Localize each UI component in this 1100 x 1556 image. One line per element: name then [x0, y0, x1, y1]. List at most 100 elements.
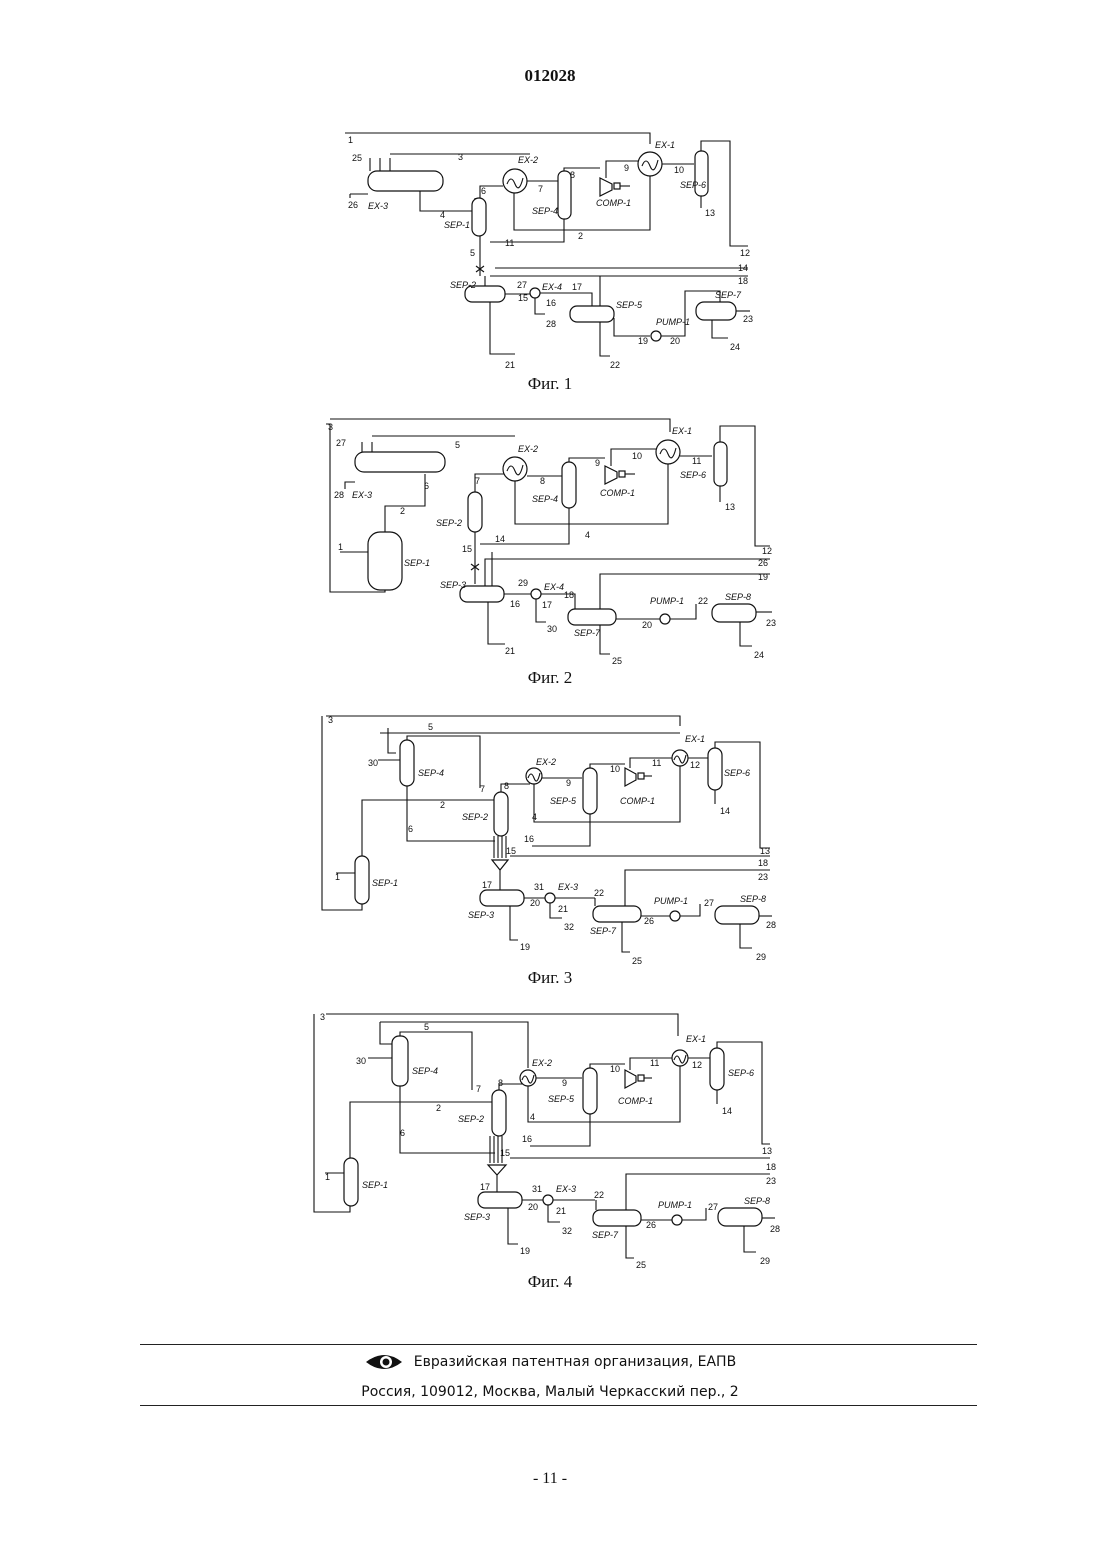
svg-text:EX-2: EX-2: [518, 444, 538, 454]
svg-text:EX-4: EX-4: [542, 282, 562, 292]
figure-1: 1 25 3 26 EX-3 4 SEP-1 EX-2 6 7 SEP-4 8 …: [300, 126, 800, 376]
svg-text:11: 11: [692, 456, 701, 466]
svg-text:15: 15: [518, 293, 528, 303]
svg-text:1: 1: [325, 1172, 330, 1182]
svg-text:SEP-2: SEP-2: [458, 1114, 484, 1124]
svg-text:3: 3: [320, 1012, 325, 1022]
svg-text:27: 27: [517, 280, 527, 290]
svg-text:2: 2: [436, 1103, 441, 1113]
svg-text:15: 15: [462, 544, 472, 554]
svg-text:7: 7: [538, 184, 543, 194]
svg-text:23: 23: [743, 314, 753, 324]
svg-text:10: 10: [610, 1064, 620, 1074]
svg-text:SEP-4: SEP-4: [412, 1066, 438, 1076]
svg-text:SEP-5: SEP-5: [548, 1094, 575, 1104]
figure-3: 3 5 SEP-4 30 6 7 SEP-1 1 2 SEP-2 8 EX-2 …: [300, 708, 800, 973]
svg-text:8: 8: [504, 781, 509, 791]
svg-text:10: 10: [610, 764, 620, 774]
svg-text:PUMP-1: PUMP-1: [650, 596, 684, 606]
svg-text:7: 7: [475, 476, 480, 486]
svg-text:SEP-1: SEP-1: [404, 558, 430, 568]
svg-text:3: 3: [328, 715, 333, 725]
svg-text:5: 5: [424, 1022, 429, 1032]
svg-text:SEP-4: SEP-4: [418, 768, 444, 778]
svg-text:20: 20: [530, 898, 540, 908]
svg-text:2: 2: [578, 231, 583, 241]
svg-text:30: 30: [356, 1056, 366, 1066]
svg-text:EX-3: EX-3: [556, 1184, 576, 1194]
svg-text:24: 24: [730, 342, 740, 352]
svg-text:29: 29: [518, 578, 528, 588]
svg-text:14: 14: [722, 1106, 732, 1116]
svg-text:SEP-8: SEP-8: [744, 1196, 770, 1206]
svg-text:14: 14: [720, 806, 730, 816]
svg-text:16: 16: [524, 834, 534, 844]
svg-text:SEP-2: SEP-2: [436, 518, 462, 528]
svg-text:COMP-1: COMP-1: [600, 488, 635, 498]
svg-text:9: 9: [595, 458, 600, 468]
svg-text:26: 26: [646, 1220, 656, 1230]
organization-name: Евразийская патентная организация, ЕАПВ: [414, 1354, 736, 1370]
svg-text:17: 17: [482, 880, 492, 890]
svg-text:21: 21: [505, 360, 515, 370]
svg-text:SEP-2: SEP-2: [450, 280, 476, 290]
svg-text:3: 3: [458, 152, 463, 162]
svg-text:6: 6: [408, 824, 413, 834]
svg-text:25: 25: [632, 956, 642, 966]
footer-top-rule: [140, 1344, 977, 1345]
svg-text:26: 26: [644, 916, 654, 926]
figure-4: 3 5 SEP-4 30 6 7 SEP-1 1 2 SEP-2 8 EX-2 …: [300, 1008, 800, 1273]
svg-text:17: 17: [480, 1182, 490, 1192]
svg-text:32: 32: [562, 1226, 572, 1236]
svg-text:1: 1: [335, 872, 340, 882]
svg-text:28: 28: [766, 920, 776, 930]
figure-4-caption: Фиг. 4: [0, 1272, 1100, 1292]
svg-text:11: 11: [650, 1058, 659, 1068]
svg-text:EX-1: EX-1: [672, 426, 692, 436]
svg-text:SEP-6: SEP-6: [724, 768, 750, 778]
svg-text:SEP-4: SEP-4: [532, 494, 558, 504]
svg-text:28: 28: [334, 490, 344, 500]
figure-2-caption: Фиг. 2: [0, 668, 1100, 688]
svg-text:6: 6: [424, 481, 429, 491]
svg-text:26: 26: [348, 200, 358, 210]
svg-text:EX-1: EX-1: [685, 734, 705, 744]
svg-text:10: 10: [674, 165, 684, 175]
svg-text:6: 6: [400, 1128, 405, 1138]
svg-text:16: 16: [522, 1134, 532, 1144]
svg-text:SEP-6: SEP-6: [680, 180, 706, 190]
svg-text:13: 13: [725, 502, 735, 512]
svg-text:29: 29: [760, 1256, 770, 1266]
svg-text:9: 9: [624, 163, 629, 173]
svg-text:SEP-7: SEP-7: [592, 1230, 619, 1240]
svg-text:4: 4: [585, 530, 590, 540]
svg-text:13: 13: [760, 846, 770, 856]
svg-text:SEP-5: SEP-5: [616, 300, 643, 310]
svg-text:22: 22: [698, 596, 708, 606]
svg-text:17: 17: [572, 282, 582, 292]
svg-text:SEP-3: SEP-3: [440, 580, 466, 590]
svg-text:SEP-3: SEP-3: [464, 1212, 490, 1222]
svg-text:31: 31: [534, 882, 544, 892]
figure-3-caption: Фиг. 3: [0, 968, 1100, 988]
svg-text:21: 21: [556, 1206, 566, 1216]
svg-text:SEP-8: SEP-8: [725, 592, 751, 602]
eapo-eye-logo-icon: [364, 1352, 404, 1372]
svg-text:13: 13: [705, 208, 715, 218]
svg-text:4: 4: [440, 210, 445, 220]
document-number: 012028: [0, 66, 1100, 86]
svg-text:5: 5: [470, 248, 475, 258]
svg-text:8: 8: [540, 476, 545, 486]
svg-text:23: 23: [766, 1176, 776, 1186]
svg-text:10: 10: [632, 451, 642, 461]
svg-text:20: 20: [528, 1202, 538, 1212]
svg-text:26: 26: [758, 558, 768, 568]
svg-text:28: 28: [770, 1224, 780, 1234]
svg-text:7: 7: [476, 1084, 481, 1094]
svg-text:12: 12: [692, 1060, 702, 1070]
svg-text:28: 28: [546, 319, 556, 329]
svg-text:1: 1: [338, 542, 343, 552]
svg-text:12: 12: [690, 760, 700, 770]
svg-text:8: 8: [570, 170, 575, 180]
page-number: - 11 -: [0, 1470, 1100, 1488]
